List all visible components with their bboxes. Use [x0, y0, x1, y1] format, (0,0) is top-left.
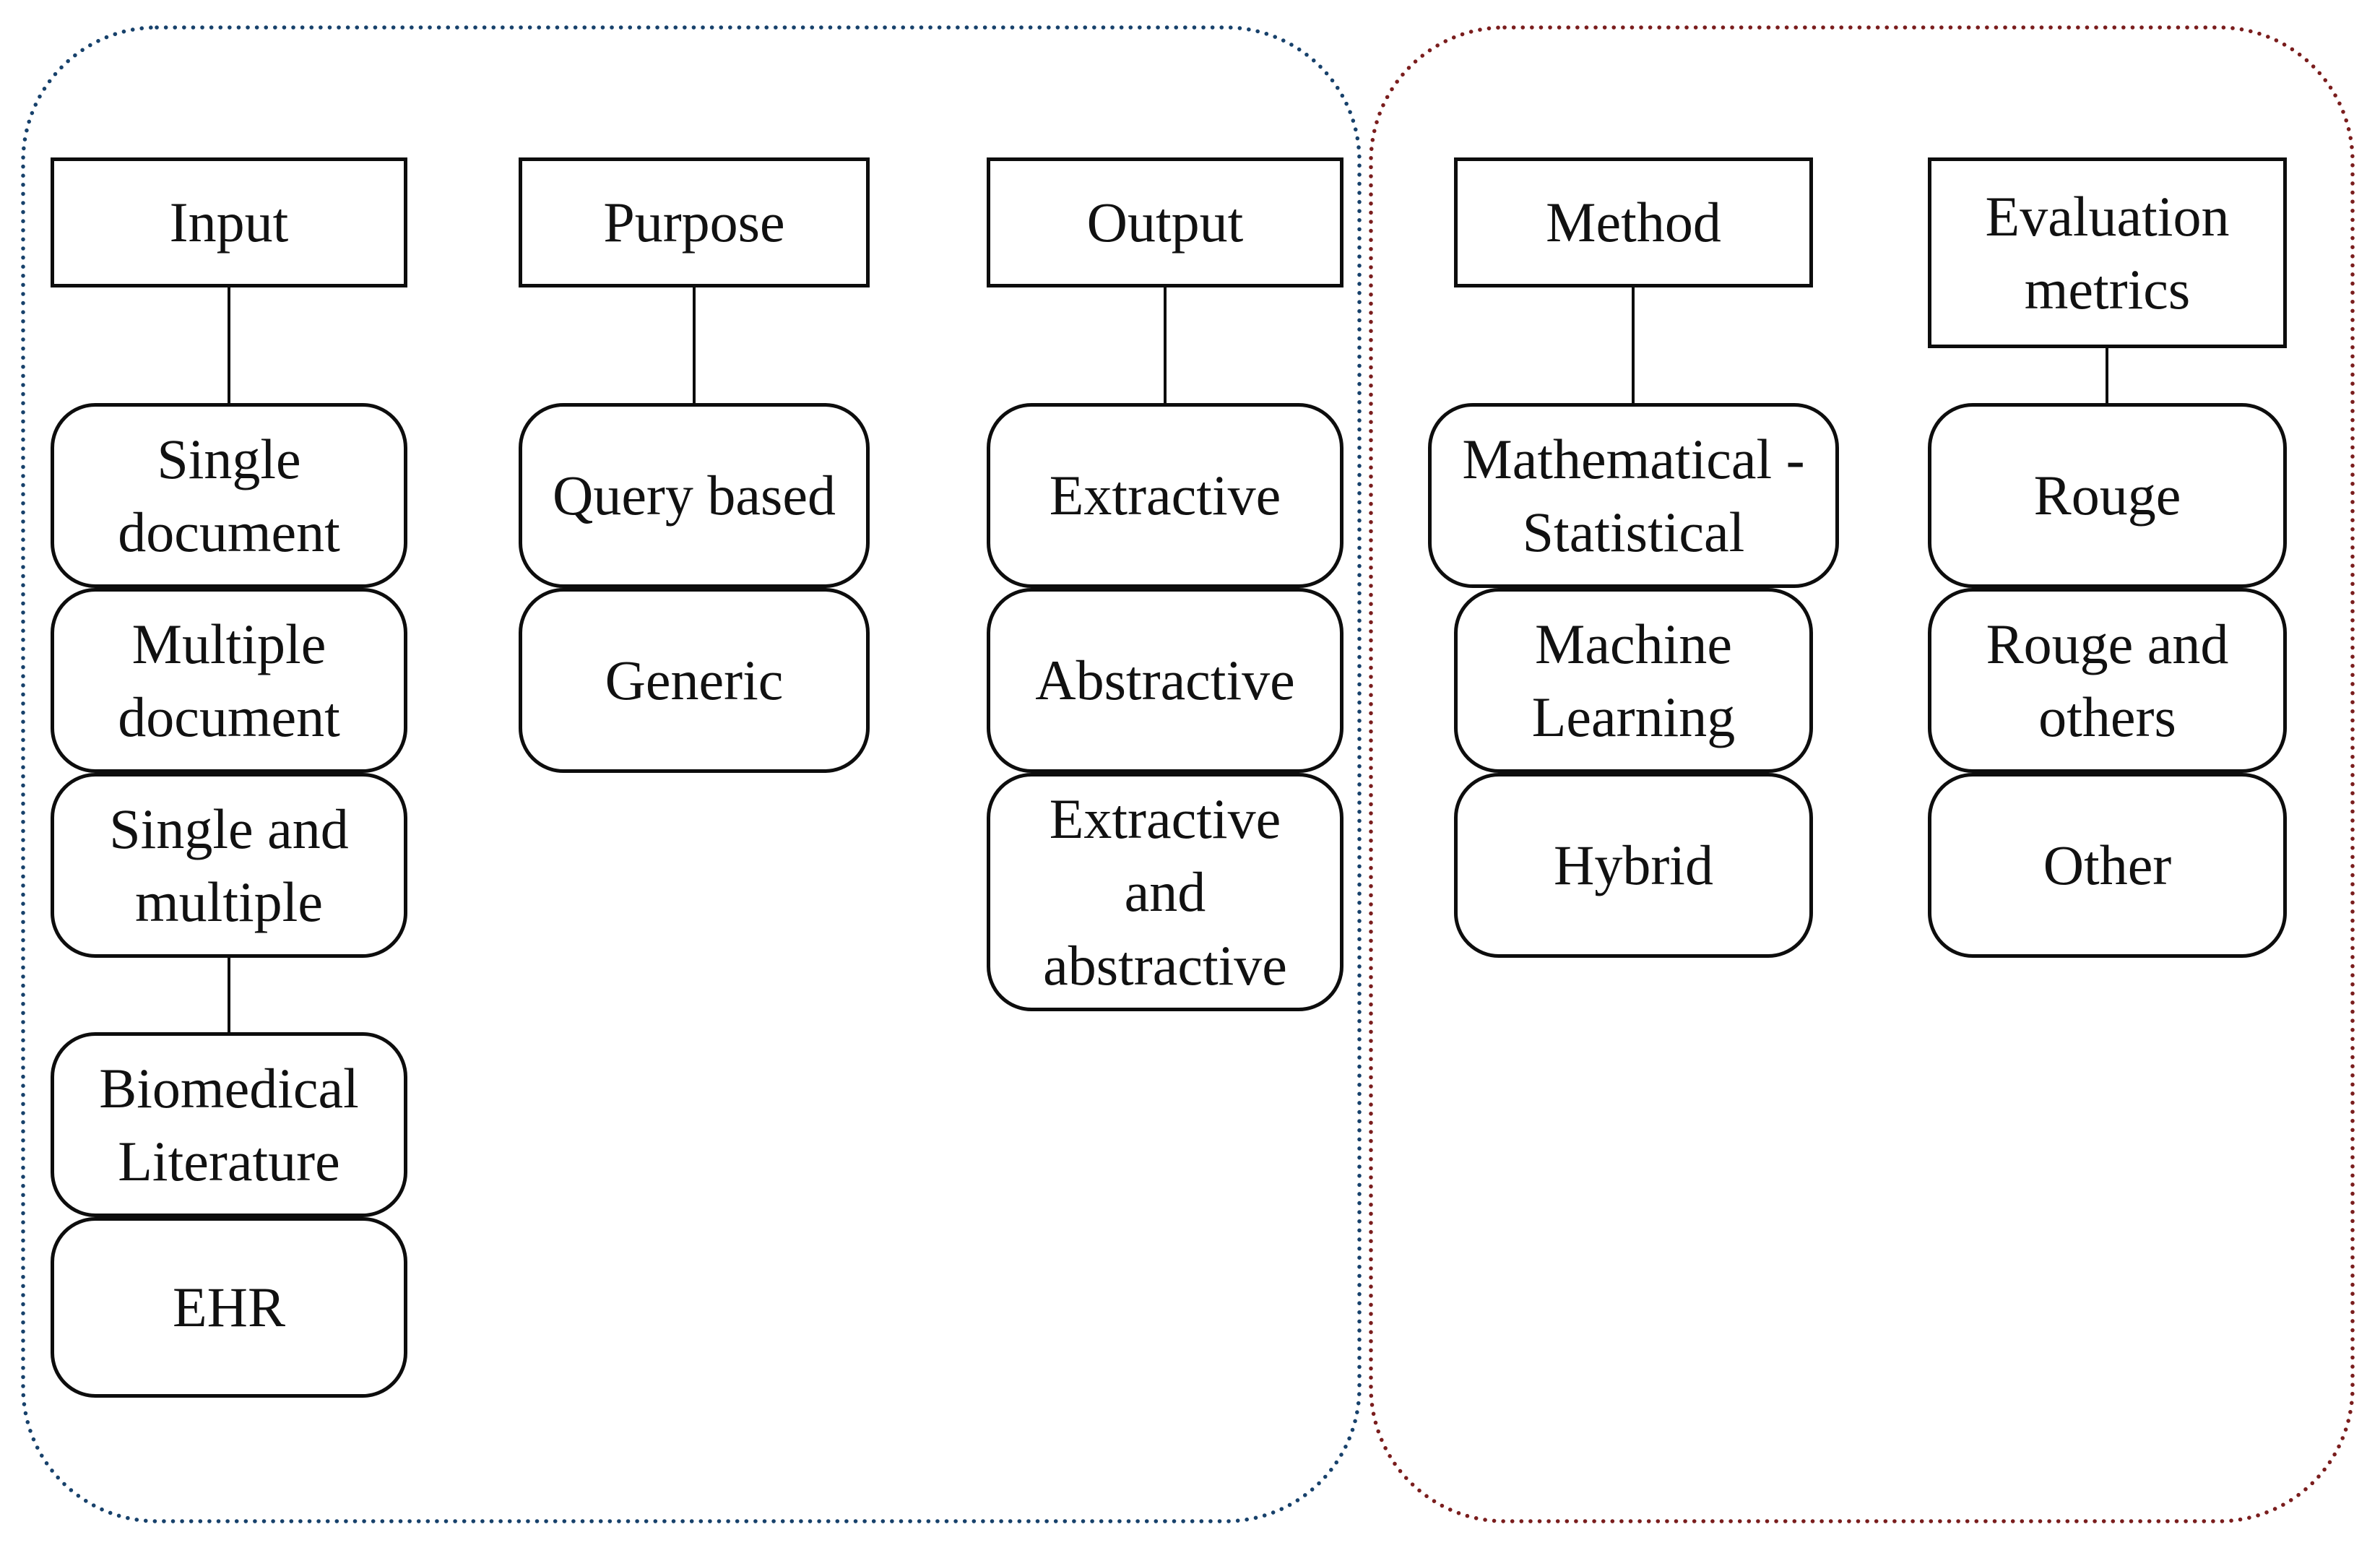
node-hybrid: Hybrid [1454, 773, 1813, 958]
node-query-based: Query based [519, 403, 870, 588]
node-mathematical-statistical: Mathematical - Statistical [1428, 403, 1839, 588]
header-method-box: Method [1454, 157, 1813, 287]
node-extractive-and-abstractive: Extractive and abstractive [987, 773, 1343, 1011]
right-group-border [1369, 25, 2355, 1523]
connector-method [1632, 287, 1635, 403]
header-input-box: Input [51, 157, 407, 287]
connector-input-sub [228, 958, 230, 1032]
connector-input [228, 287, 230, 403]
node-ehr: EHR [51, 1217, 407, 1398]
connector-purpose [693, 287, 696, 403]
left-group-border [21, 25, 1362, 1523]
node-extractive: Extractive [987, 403, 1343, 588]
node-generic: Generic [519, 588, 870, 773]
header-purpose-box: Purpose [519, 157, 870, 287]
node-abstractive: Abstractive [987, 588, 1343, 773]
node-other: Other [1928, 773, 2287, 958]
connector-output [1164, 287, 1167, 403]
header-output-box: Output [987, 157, 1343, 287]
node-biomedical-literature: Biomedical Literature [51, 1032, 407, 1217]
node-multiple-document: Multiple document [51, 588, 407, 773]
connector-evaluation [2106, 348, 2108, 403]
node-single-document: Single document [51, 403, 407, 588]
node-single-and-multiple: Single and multiple [51, 773, 407, 958]
node-rouge: Rouge [1928, 403, 2287, 588]
node-machine-learning: Machine Learning [1454, 588, 1813, 773]
header-evaluation-metrics-box: Evaluation metrics [1928, 157, 2287, 348]
node-rouge-and-others: Rouge and others [1928, 588, 2287, 773]
